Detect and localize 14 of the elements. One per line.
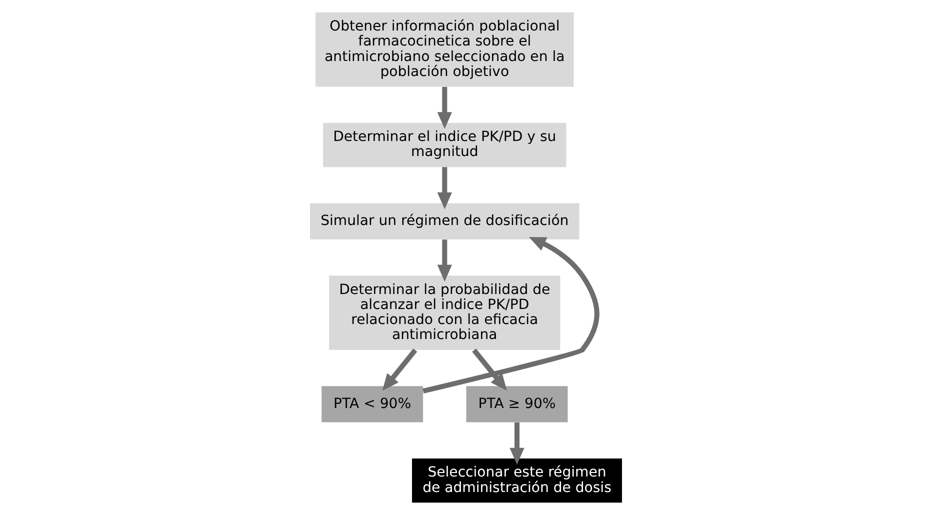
node-box: Determinar el indice PK/PD y su magnitud xyxy=(322,122,566,168)
node-box: Simular un régimen de dosificación xyxy=(310,203,579,240)
node-box: Determinar la probabilidad de alcanzar el indice PK/PD relacionado con la eficacia antimicrobiana xyxy=(328,276,560,350)
node-box: Obtener información poblacional farmacocinetica sobre el antimicrobiano seleccionado en la población objetivo xyxy=(315,12,574,87)
arrow xyxy=(436,167,452,210)
node-box: Seleccionar este régimen de administración de dosis xyxy=(412,458,622,503)
node-box: PTA < 90% xyxy=(321,386,423,422)
arrow xyxy=(422,236,599,394)
arrow xyxy=(436,240,452,282)
arrow xyxy=(382,348,417,391)
arrow xyxy=(436,86,452,129)
arrow xyxy=(509,422,524,465)
node-box: PTA ≥ 90% xyxy=(466,386,568,422)
arrow xyxy=(472,348,506,391)
